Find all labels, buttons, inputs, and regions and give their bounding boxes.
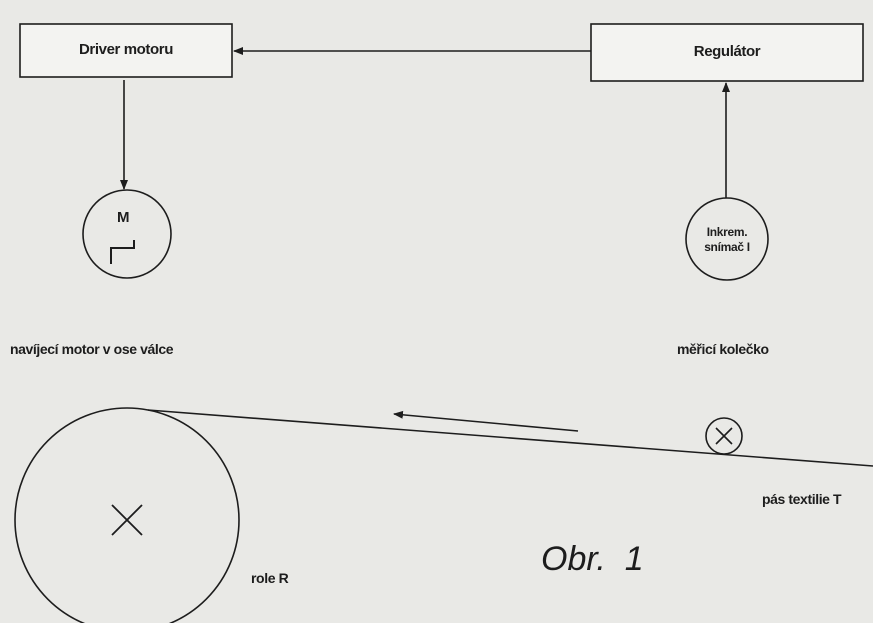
motor-caption: navíjecí motor v ose válce [10,341,174,357]
roll-circle [14,407,240,623]
regulator-box [590,23,864,82]
motor-step-symbol [110,240,135,264]
roll-caption: role R [251,570,289,586]
sensor-label-line1: Inkrem. [706,225,748,239]
measuring-wheel-circle [705,417,743,455]
sensor-circle [685,197,769,281]
roll-axis-cross [111,504,143,536]
fabric-tape-line [147,409,873,467]
fabric-motion-arrow [393,410,579,432]
regulator-label: Regulátor [693,43,761,60]
motor-letter: M [117,209,130,226]
driver-motoru-label: Driver motoru [79,41,173,58]
sensor-label-line2: snímač I [704,240,750,254]
measuring-wheel-caption: měřicí kolečko [677,341,769,357]
motor-circle [82,189,172,279]
measuring-wheel-cross [715,427,733,445]
fabric-caption: pás textilie T [762,491,842,507]
driver-motoru-box [19,23,233,78]
figure-caption: Obr. 1 [541,540,644,578]
